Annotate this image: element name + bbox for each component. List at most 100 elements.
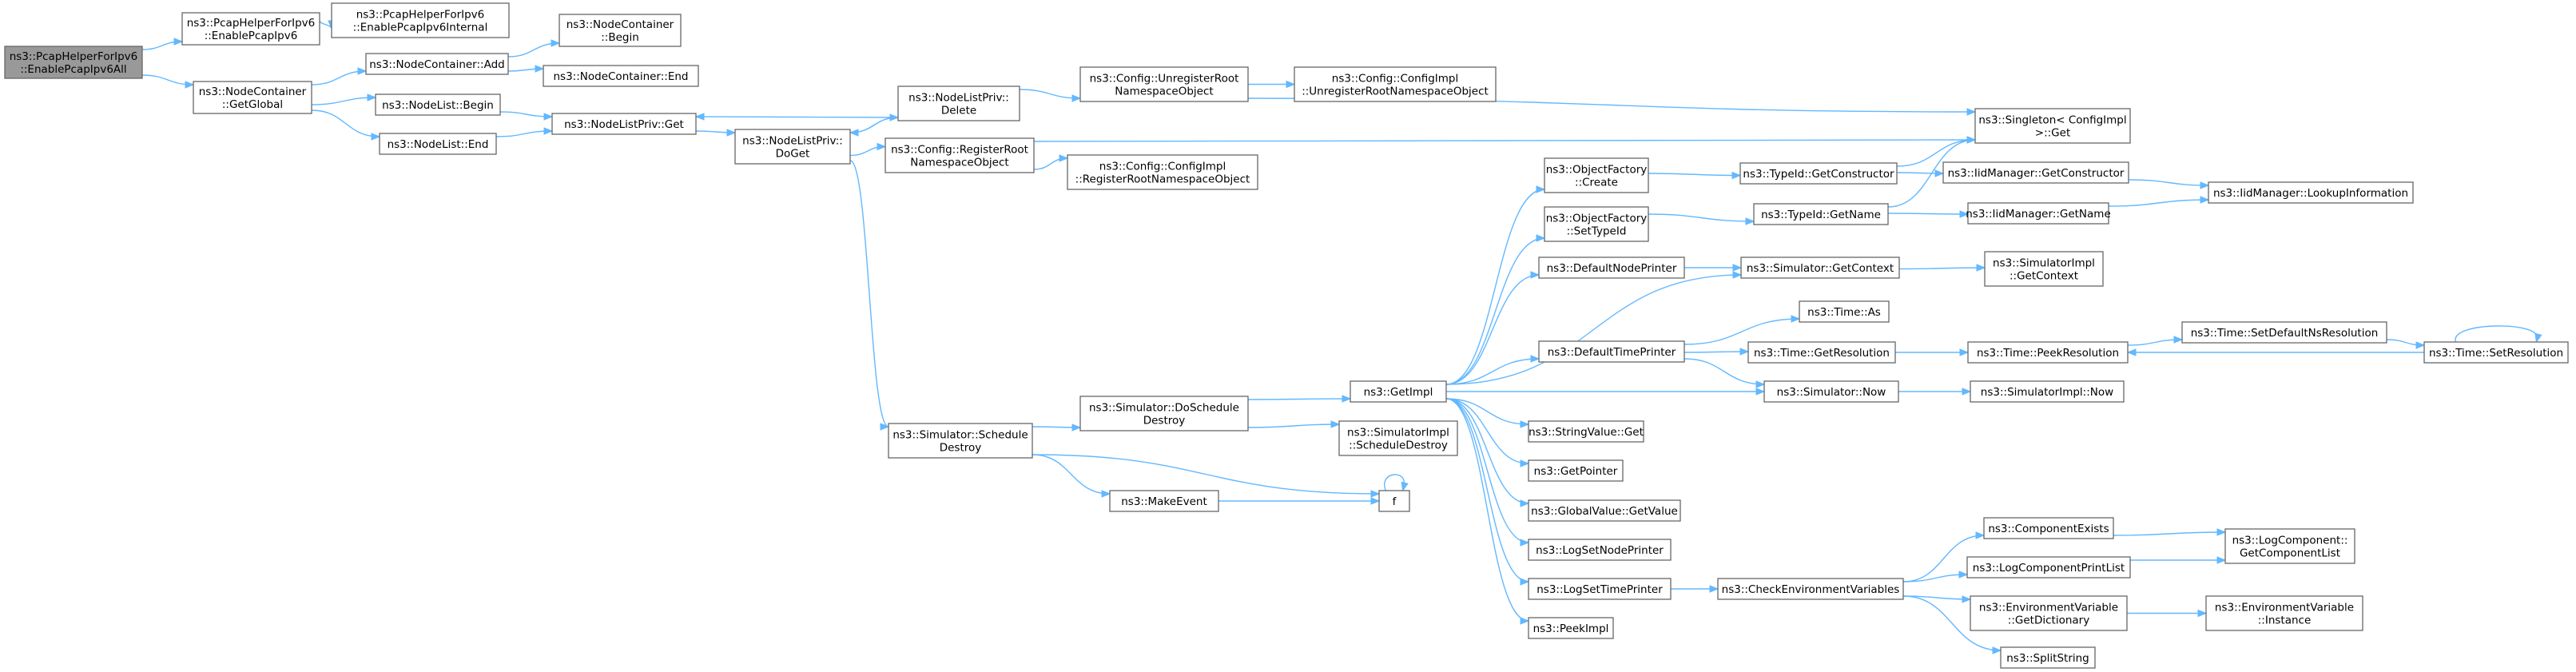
node-box bbox=[897, 85, 1020, 121]
node-box bbox=[885, 137, 1035, 173]
node-iidLookup[interactable]: ns3::IidManager::LookupInformation bbox=[2208, 181, 2414, 204]
node-unregRoot[interactable]: ns3::Config::UnregisterRootNamespaceObje… bbox=[1079, 66, 1249, 102]
node-getGlobal[interactable]: ns3::NodeContainer::GetGlobal bbox=[193, 81, 312, 114]
node-logCompGetList[interactable]: ns3::LogComponent::GetComponentList bbox=[2224, 528, 2355, 564]
node-ofSetTypeId[interactable]: ns3::ObjectFactory::SetTypeId bbox=[1544, 206, 1649, 242]
edge-logCompPrint-to-logCompGetList bbox=[2130, 556, 2227, 564]
edge-makeEvent-to-f bbox=[1218, 497, 1381, 505]
node-label: ns3::Time::SetResolution bbox=[2429, 347, 2563, 360]
node-schedDestroy[interactable]: ns3::Simulator::ScheduleDestroy bbox=[888, 423, 1033, 459]
node-label: ns3::LogSetNodePrinter bbox=[1536, 544, 1664, 557]
node-box bbox=[2000, 646, 2096, 669]
node-simGetContext[interactable]: ns3::Simulator::GetContext bbox=[1740, 256, 1900, 279]
node-splitString[interactable]: ns3::SplitString bbox=[2000, 646, 2096, 669]
node-box bbox=[1983, 517, 2114, 539]
node-singleton[interactable]: ns3::Singleton< ConfigImpl >::Get bbox=[1974, 108, 2131, 144]
node-box bbox=[1967, 341, 2129, 364]
node-box bbox=[181, 12, 320, 46]
node-box bbox=[1528, 459, 1624, 482]
node-implUnreg[interactable]: ns3::Config::ConfigImpl::UnregisterRootN… bbox=[1294, 66, 1497, 102]
node-enablePcap[interactable]: ns3::PcapHelperForIpv6::EnablePcapIpv6 bbox=[181, 12, 320, 46]
node-timePeekRes[interactable]: ns3::Time::PeekResolution bbox=[1967, 341, 2129, 364]
node-box bbox=[1747, 341, 1896, 364]
node-defTimePrinter[interactable]: ns3::DefaultTimePrinter bbox=[1538, 340, 1685, 363]
node-ncBegin[interactable]: ns3::NodeContainer::Begin bbox=[559, 14, 682, 47]
node-typeIdGetCtor[interactable]: ns3::TypeId::GetConstructor bbox=[1739, 162, 1898, 185]
edge-getImpl-to-stringGet bbox=[1445, 398, 1530, 428]
node-logCompPrint[interactable]: ns3::LogComponentPrintList bbox=[1966, 556, 2131, 579]
node-checkEnv[interactable]: ns3::CheckEnvironmentVariables bbox=[1717, 578, 1904, 600]
node-compExists[interactable]: ns3::ComponentExists bbox=[1983, 517, 2114, 539]
node-ncEnd[interactable]: ns3::NodeContainer::End bbox=[543, 65, 699, 87]
node-box bbox=[2205, 595, 2363, 631]
node-timeSetDefNs[interactable]: ns3::Time::SetDefaultNsResolution bbox=[2181, 321, 2387, 344]
node-iidGetName[interactable]: ns3::IidManager::GetName bbox=[1966, 202, 2111, 225]
edge-getImpl-to-getPointer bbox=[1445, 398, 1530, 467]
node-logSetTime[interactable]: ns3::LogSetTimePrinter bbox=[1528, 578, 1672, 600]
node-label: ns3::NodeContainer bbox=[566, 18, 674, 31]
node-box bbox=[1294, 66, 1497, 102]
node-label: ns3::NodeListPriv:: bbox=[908, 92, 1009, 105]
node-defNodePrinter[interactable]: ns3::DefaultNodePrinter bbox=[1538, 256, 1685, 279]
node-label: Delete bbox=[941, 105, 976, 117]
node-ncAdd[interactable]: ns3::NodeContainer::Add bbox=[365, 53, 509, 75]
node-stringGet[interactable]: ns3::StringValue::Get bbox=[1528, 420, 1644, 443]
node-label: >::Get bbox=[2035, 127, 2070, 140]
node-enableAll[interactable]: ns3::PcapHelperForIpv6::EnablePcapIpv6Al… bbox=[4, 46, 143, 79]
node-gvGetValue[interactable]: ns3::GlobalValue::GetValue bbox=[1528, 499, 1681, 522]
node-box bbox=[1067, 154, 1258, 190]
edge-getImpl-to-peekImpl bbox=[1445, 398, 1530, 625]
node-ofCreate[interactable]: ns3::ObjectFactory::Create bbox=[1544, 157, 1649, 193]
node-box bbox=[1528, 578, 1672, 600]
node-f[interactable]: f bbox=[1378, 490, 1410, 512]
node-label: GetComponentList bbox=[2240, 547, 2340, 560]
node-nlEnd[interactable]: ns3::NodeList::End bbox=[379, 133, 497, 155]
node-label: ns3::StringValue::Get bbox=[1529, 426, 1644, 439]
node-label: ns3::TypeId::GetName bbox=[1761, 209, 1881, 221]
edge-enableAll-to-enablePcap bbox=[141, 38, 184, 50]
node-timeGetRes[interactable]: ns3::Time::GetResolution bbox=[1747, 341, 1896, 364]
node-label: ns3::Time::GetResolution bbox=[1754, 347, 1890, 360]
node-makeEvent[interactable]: ns3::MakeEvent bbox=[1109, 490, 1219, 512]
edge-envGetDict-to-envInstance bbox=[2126, 609, 2208, 618]
edge-getImpl-to-simGetContext bbox=[1445, 271, 1743, 385]
edge-simNow-to-implNow bbox=[1898, 388, 1972, 396]
edge-timePeekRes-to-timeSetDefNs bbox=[2127, 336, 2184, 346]
node-implReg[interactable]: ns3::Config::ConfigImpl::RegisterRootNam… bbox=[1067, 154, 1258, 190]
node-envInstance[interactable]: ns3::EnvironmentVariable::Instance bbox=[2205, 595, 2363, 631]
node-implNow[interactable]: ns3::SimulatorImpl::Now bbox=[1970, 380, 2125, 403]
node-label: ns3::GetImpl bbox=[1364, 386, 1433, 399]
edge-defTimePrinter-to-timeGetRes bbox=[1684, 348, 1750, 356]
node-simNow[interactable]: ns3::Simulator::Now bbox=[1763, 380, 1899, 403]
node-box bbox=[1338, 420, 1458, 456]
edge-defTimePrinter-to-timeAs bbox=[1684, 315, 1801, 345]
node-nlpGet[interactable]: ns3::NodeListPriv::Get bbox=[551, 113, 697, 135]
node-label: ::SetTypeId bbox=[1567, 225, 1627, 238]
node-label: Destroy bbox=[1143, 415, 1186, 427]
node-label: ::GetGlobal bbox=[222, 98, 283, 111]
node-box bbox=[1717, 578, 1904, 600]
node-nlpDoGet[interactable]: ns3::NodeListPriv::DoGet bbox=[734, 129, 851, 165]
edge-nlBegin-to-nlpGet bbox=[499, 111, 554, 121]
edge-enableAll-to-getGlobal bbox=[141, 74, 195, 89]
node-envGetDict[interactable]: ns3::EnvironmentVariable::GetDictionary bbox=[1970, 595, 2128, 631]
node-logSetNode[interactable]: ns3::LogSetNodePrinter bbox=[1528, 539, 1672, 561]
node-nlpDelete[interactable]: ns3::NodeListPriv::Delete bbox=[897, 85, 1020, 121]
node-iidGetCtor[interactable]: ns3::IidManager::GetConstructor bbox=[1942, 161, 2129, 184]
node-enableInternal[interactable]: ns3::PcapHelperForIpv6::EnablePcapIpv6In… bbox=[331, 2, 510, 38]
node-box bbox=[1538, 256, 1685, 279]
node-regRoot[interactable]: ns3::Config::RegisterRootNamespaceObject bbox=[885, 137, 1035, 173]
node-getImpl[interactable]: ns3::GetImpl bbox=[1350, 380, 1447, 403]
node-getPointer[interactable]: ns3::GetPointer bbox=[1528, 459, 1624, 482]
node-timeAs[interactable]: ns3::Time::As bbox=[1799, 300, 1890, 323]
edge-iidGetName-to-iidLookup bbox=[2108, 196, 2210, 207]
node-implSchedDestroy[interactable]: ns3::SimulatorImpl::ScheduleDestroy bbox=[1338, 420, 1458, 456]
node-timeSetRes[interactable]: ns3::Time::SetResolution bbox=[2423, 341, 2569, 364]
node-typeIdGetName[interactable]: ns3::TypeId::GetName bbox=[1753, 203, 1889, 225]
node-implGetContext[interactable]: ns3::SimulatorImpl::GetContext bbox=[1984, 251, 2104, 287]
node-label: ns3::LogComponent:: bbox=[2232, 535, 2348, 547]
node-nlBegin[interactable]: ns3::NodeList::Begin bbox=[375, 93, 501, 116]
node-box bbox=[375, 93, 501, 116]
node-peekImpl[interactable]: ns3::PeekImpl bbox=[1528, 617, 1614, 639]
